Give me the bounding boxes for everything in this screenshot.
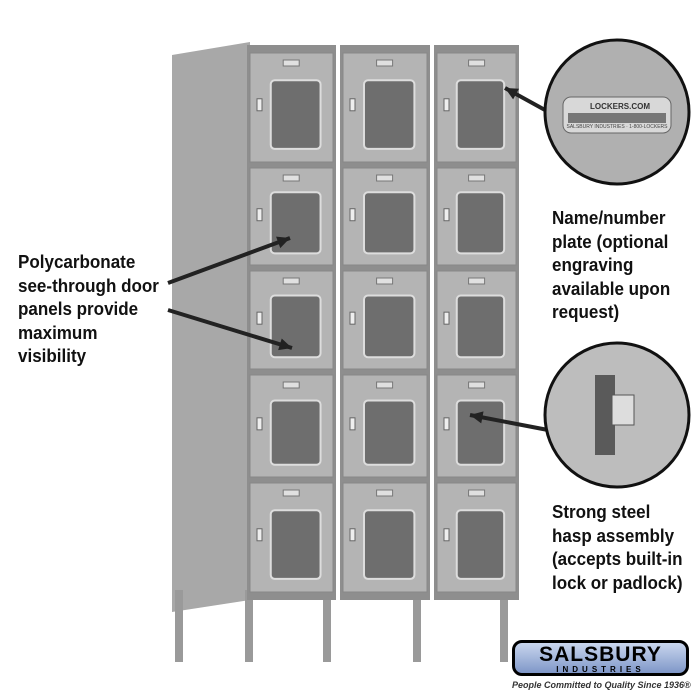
number-plate <box>376 174 394 182</box>
callout-line: request) <box>552 301 620 322</box>
number-plate <box>468 59 486 67</box>
door-window <box>269 399 322 466</box>
locker-leg <box>323 590 331 662</box>
door-window <box>269 79 322 150</box>
callout-line: hasp assembly <box>552 524 675 546</box>
logo-brand: SALSBURY <box>539 643 662 666</box>
door-window <box>363 294 416 359</box>
door-window <box>269 294 322 359</box>
logo-sub: INDUSTRIES <box>556 665 645 674</box>
number-plate <box>376 277 394 285</box>
salsbury-logo: SALSBURY INDUSTRIES <box>512 640 689 676</box>
hasp-icon <box>256 311 263 325</box>
arrow-head <box>276 236 290 249</box>
door-window <box>455 79 506 150</box>
callout-line: available upon <box>552 277 671 299</box>
name-plate-subtext: SALSBURY INDUSTRIES · 1-800-LOCKERS <box>566 124 668 130</box>
door-window <box>455 509 506 580</box>
hasp-icon <box>256 208 263 222</box>
pointer-arrow <box>167 308 293 350</box>
number-plate <box>282 174 300 182</box>
hasp-icon <box>443 208 450 222</box>
number-plate <box>282 381 300 389</box>
locker-leg <box>500 590 508 662</box>
hasp-icon <box>349 528 356 542</box>
pointer-arrow <box>469 413 549 432</box>
callout-line: lock or padlock) <box>552 571 683 593</box>
number-plate <box>282 59 300 67</box>
hasp-icon <box>349 311 356 325</box>
logo-tagline: People Committed to Quality Since 1936® <box>512 680 691 690</box>
door-window <box>455 294 506 359</box>
hasp-tab <box>611 394 635 426</box>
door-window <box>363 79 416 150</box>
callout-line: visibility <box>18 345 87 366</box>
arrow-head <box>278 338 292 351</box>
hasp-icon <box>349 208 356 222</box>
number-plate <box>376 381 394 389</box>
hasp-icon <box>256 417 263 431</box>
number-plate <box>376 489 394 497</box>
locker-leg <box>245 590 253 662</box>
pointer-arrow <box>167 236 291 285</box>
callout-line: Polycarbonate <box>18 251 136 272</box>
callout-line: Strong steel <box>552 501 651 522</box>
door-window <box>363 399 416 466</box>
locker-leg <box>413 590 421 662</box>
arrow-head <box>505 88 519 100</box>
door-window <box>363 191 416 255</box>
callout-line: see-through door <box>18 274 159 296</box>
hasp-icon <box>443 528 450 542</box>
arrow-head <box>470 411 484 424</box>
name-plate-label: LOCKERS.COM <box>590 102 650 111</box>
hasp-icon <box>349 417 356 431</box>
door-window <box>363 509 416 580</box>
number-plate <box>282 489 300 497</box>
callout-line: maximum <box>18 321 98 343</box>
hasp-icon <box>256 98 263 112</box>
callout-polycarbonate: Polycarbonate see-through door panels pr… <box>18 250 159 368</box>
number-plate <box>282 277 300 285</box>
name-plate-band <box>568 113 666 123</box>
callout-line: Name/number <box>552 207 666 228</box>
number-plate <box>468 174 486 182</box>
locker-side-panel <box>172 42 250 612</box>
hasp-icon <box>443 417 450 431</box>
name-plate-text: LOCKERS.COM <box>570 102 670 111</box>
number-plate <box>468 381 486 389</box>
callout-hasp: Strong steel hasp assembly (accepts buil… <box>552 500 683 594</box>
hasp-icon <box>349 98 356 112</box>
callout-line: (accepts built-in <box>552 548 683 569</box>
hasp-icon <box>443 98 450 112</box>
hasp-image <box>595 375 615 455</box>
callout-line: engraving <box>552 254 634 275</box>
hasp-icon <box>256 528 263 542</box>
locker-leg <box>175 590 183 662</box>
door-window <box>269 509 322 580</box>
hasp-icon <box>443 311 450 325</box>
callout-line: plate (optional <box>552 230 669 252</box>
number-plate <box>376 59 394 67</box>
number-plate <box>468 489 486 497</box>
callout-line: panels provide <box>18 298 139 319</box>
number-plate <box>468 277 486 285</box>
door-window <box>455 191 506 255</box>
callout-name-plate: Name/number plate (optional engraving av… <box>552 206 670 324</box>
door-window <box>455 399 506 466</box>
